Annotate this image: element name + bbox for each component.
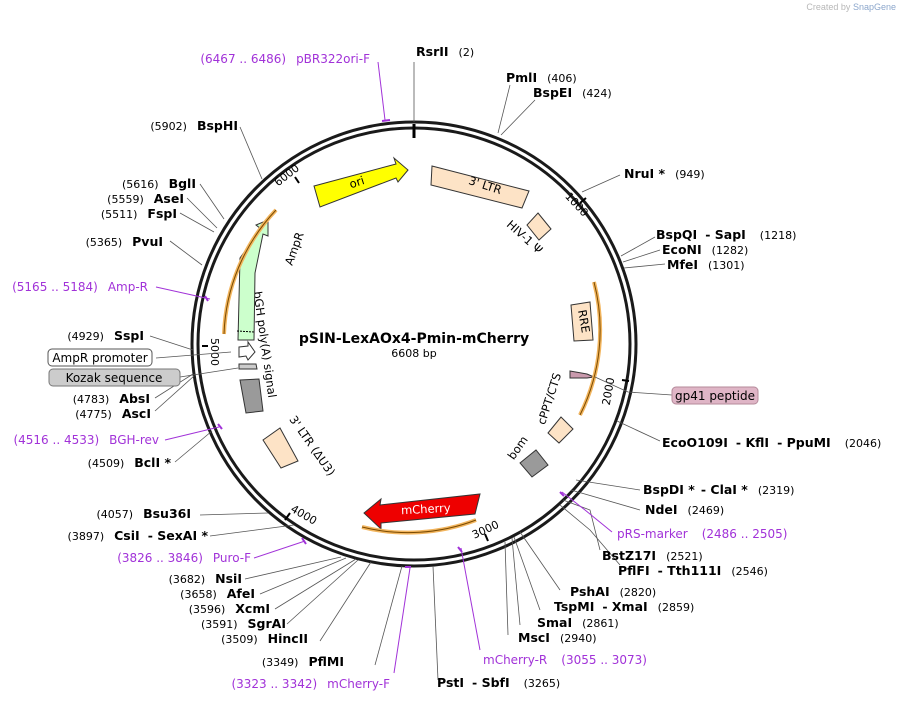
label-gp41-peptide[interactable]: gp41 peptide (671, 386, 759, 405)
tick-label-6000: 6000 (272, 162, 302, 189)
site-ecoo109i-kfli-ppumi[interactable]: EcoO109I- KflI- PpuMI(2046) (662, 435, 881, 450)
label-ampr-promoter[interactable]: AmpR promoter (47, 348, 153, 367)
site-sgrai[interactable]: (3591)SgrAI (201, 616, 286, 631)
feature-3-ltr[interactable]: 3' LTR (430, 165, 530, 209)
feature-cppt-cts[interactable]: cPPT/CTS (534, 371, 574, 444)
feature-ori[interactable]: ori (313, 156, 409, 208)
primer-mcherry-r[interactable]: mCherry-R(3055 .. 3073) (483, 653, 647, 667)
site-bspei[interactable]: BspEI(424) (533, 85, 612, 100)
label-kozak-sequence[interactable]: Kozak sequence (48, 368, 181, 387)
primer-bgh-rev[interactable]: (4516 .. 4533)BGH-rev (13, 433, 159, 447)
plasmid-name: pSIN-LexAOx4-Pmin-mCherry (299, 331, 529, 347)
site-bspdi-clai[interactable]: BspDI *- ClaI *(2319) (643, 482, 794, 497)
site-nsii[interactable]: (3682)NsiI (169, 571, 242, 586)
site-nrui[interactable]: NruI *(949) (624, 166, 705, 181)
feature-bom[interactable]: bom (505, 433, 549, 478)
credit-brand: SnapGene (852, 2, 896, 12)
primer-mcherry-f[interactable]: (3323 .. 3342)mCherry-F (231, 677, 390, 691)
site-hincii[interactable]: (3509)HincII (221, 631, 308, 646)
site-asci[interactable]: (4775)AscI (75, 406, 151, 421)
site-psti-sbfi[interactable]: PstI- SbfI(3265) (437, 675, 560, 690)
site-smai[interactable]: SmaI(2861) (537, 615, 619, 630)
site-csii-sexai[interactable]: (3897)CsiI- SexAI * (68, 528, 209, 543)
feature-kozak[interactable] (238, 363, 258, 370)
label-gp41-peptide-text: gp41 peptide (675, 389, 755, 403)
feature-3-ltr-du3[interactable]: 3' LTR (ΔU3) (262, 413, 338, 479)
site-tspmi-xmai[interactable]: TspMI- XmaI(2859) (554, 599, 694, 614)
primer-labels: (6467 .. 6486)pBR322ori-F (5165 .. 5184)… (12, 52, 787, 691)
tick-label-5000: 5000 (208, 338, 221, 366)
site-afei[interactable]: (3658)AfeI (180, 586, 255, 601)
feature-ampr[interactable]: AmpR (236, 219, 307, 341)
primer-amp-r[interactable]: (5165 .. 5184)Amp-R (12, 280, 148, 294)
site-bsu36i[interactable]: (4057)Bsu36I (97, 506, 192, 521)
feature-arcs (222, 208, 603, 535)
site-bgli[interactable]: (5616)BglI (122, 176, 196, 191)
feature-hiv1-psi[interactable]: HIV-1 Ψ (504, 212, 552, 257)
feature-label-3-ltr-du3: 3' LTR (ΔU3) (286, 413, 338, 479)
site-msci[interactable]: MscI(2940) (518, 630, 597, 645)
site-pmli[interactable]: PmlI(406) (506, 70, 577, 85)
site-mfei[interactable]: MfeI(1301) (667, 257, 745, 272)
site-bspqi-sapi[interactable]: BspQI- SapI(1218) (656, 227, 796, 242)
site-bstz17i[interactable]: BstZ17I(2521) (602, 548, 703, 563)
site-fspi[interactable]: (5511)FspI (101, 206, 177, 221)
site-econi[interactable]: EcoNI(1282) (662, 242, 748, 257)
site-bcli[interactable]: (4509)BclI * (88, 455, 172, 470)
feature-label-ampr: AmpR (282, 230, 307, 267)
site-pflmi[interactable]: (3349)PflMI (262, 654, 344, 669)
plasmid-size: 6608 bp (391, 347, 436, 360)
feature-mcherry[interactable]: mCherry (363, 493, 481, 531)
site-ndei[interactable]: NdeI(2469) (645, 502, 724, 517)
site-pflfi-tth111i[interactable]: PflFI- Tth111I(2546) (618, 563, 768, 578)
site-bsphi[interactable]: (5902)BspHI (150, 118, 238, 133)
feature-label-ori: ori (347, 173, 366, 191)
site-asei[interactable]: (5559)AseI (107, 191, 184, 206)
tick-label-2000: 2000 (600, 376, 618, 406)
feature-rre[interactable]: RRE (570, 301, 594, 342)
site-labels: RsrII(2) PmlI(406) BspEI(424) NruI *(949… (67, 44, 881, 690)
site-connectors (149, 62, 666, 681)
site-pvui[interactable]: (5365)PvuI (86, 234, 163, 249)
credit-prefix: Created by (806, 2, 851, 12)
feature-callouts (155, 351, 673, 396)
feature-ampr-promoter[interactable] (238, 340, 256, 361)
primer-connectors (155, 61, 613, 674)
feature-label-mcherry: mCherry (401, 501, 452, 518)
feature-label-rre: RRE (575, 309, 593, 334)
label-kozak-sequence-text: Kozak sequence (66, 371, 163, 385)
primer-puro-f[interactable]: (3826 .. 3846)Puro-F (117, 551, 251, 565)
feature-gp41-peptide[interactable] (569, 370, 596, 379)
snapgene-credit: Created by SnapGene (806, 2, 896, 12)
site-rsrii[interactable]: RsrII(2) (416, 44, 474, 59)
site-absi[interactable]: (4783)AbsI (73, 391, 150, 406)
label-ampr-promoter-text: AmpR promoter (52, 351, 147, 365)
site-xcmi[interactable]: (3596)XcmI (189, 601, 270, 616)
site-pshai[interactable]: PshAI(2820) (570, 584, 656, 599)
primer-pbr322ori-f[interactable]: (6467 .. 6486)pBR322ori-F (200, 52, 370, 66)
primer-prs-marker[interactable]: pRS-marker(2486 .. 2505) (617, 527, 787, 541)
site-sspi[interactable]: (4929)SspI (67, 328, 144, 343)
